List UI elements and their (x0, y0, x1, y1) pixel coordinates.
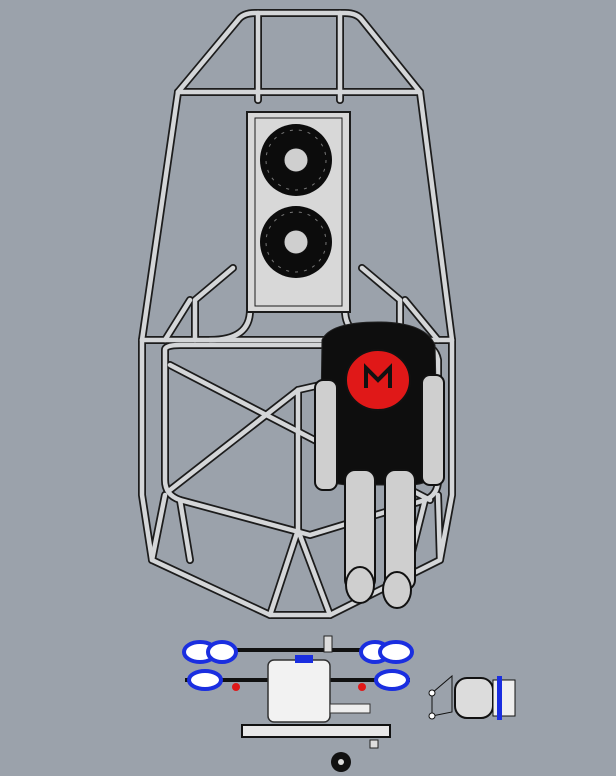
floor-tray (241, 724, 391, 738)
frame-tube-outline (174, 9, 424, 96)
engine-block (267, 655, 371, 723)
frame-tube-outline (266, 526, 334, 619)
frame-tube (162, 297, 193, 343)
frame-tube-outline (191, 264, 237, 344)
radiator-fan-bottom (260, 206, 332, 278)
frame-tube (175, 10, 423, 95)
frame-tube (267, 527, 333, 618)
side-assembly (428, 674, 516, 720)
driver-figure (314, 321, 445, 609)
drivetrain-parts (182, 635, 516, 772)
frame-tube (402, 297, 441, 343)
left-wheel-hubs (182, 640, 240, 691)
frame-tube (177, 497, 193, 563)
helmet (345, 349, 411, 411)
frame-tube (435, 492, 443, 563)
frame-tube (207, 307, 253, 343)
frame-tube (192, 265, 236, 343)
radiator-fan-top (260, 124, 332, 196)
frame-tube (149, 492, 168, 563)
frame-tube (139, 89, 455, 618)
radiator (246, 111, 351, 313)
right-wheel-hubs (358, 640, 414, 691)
